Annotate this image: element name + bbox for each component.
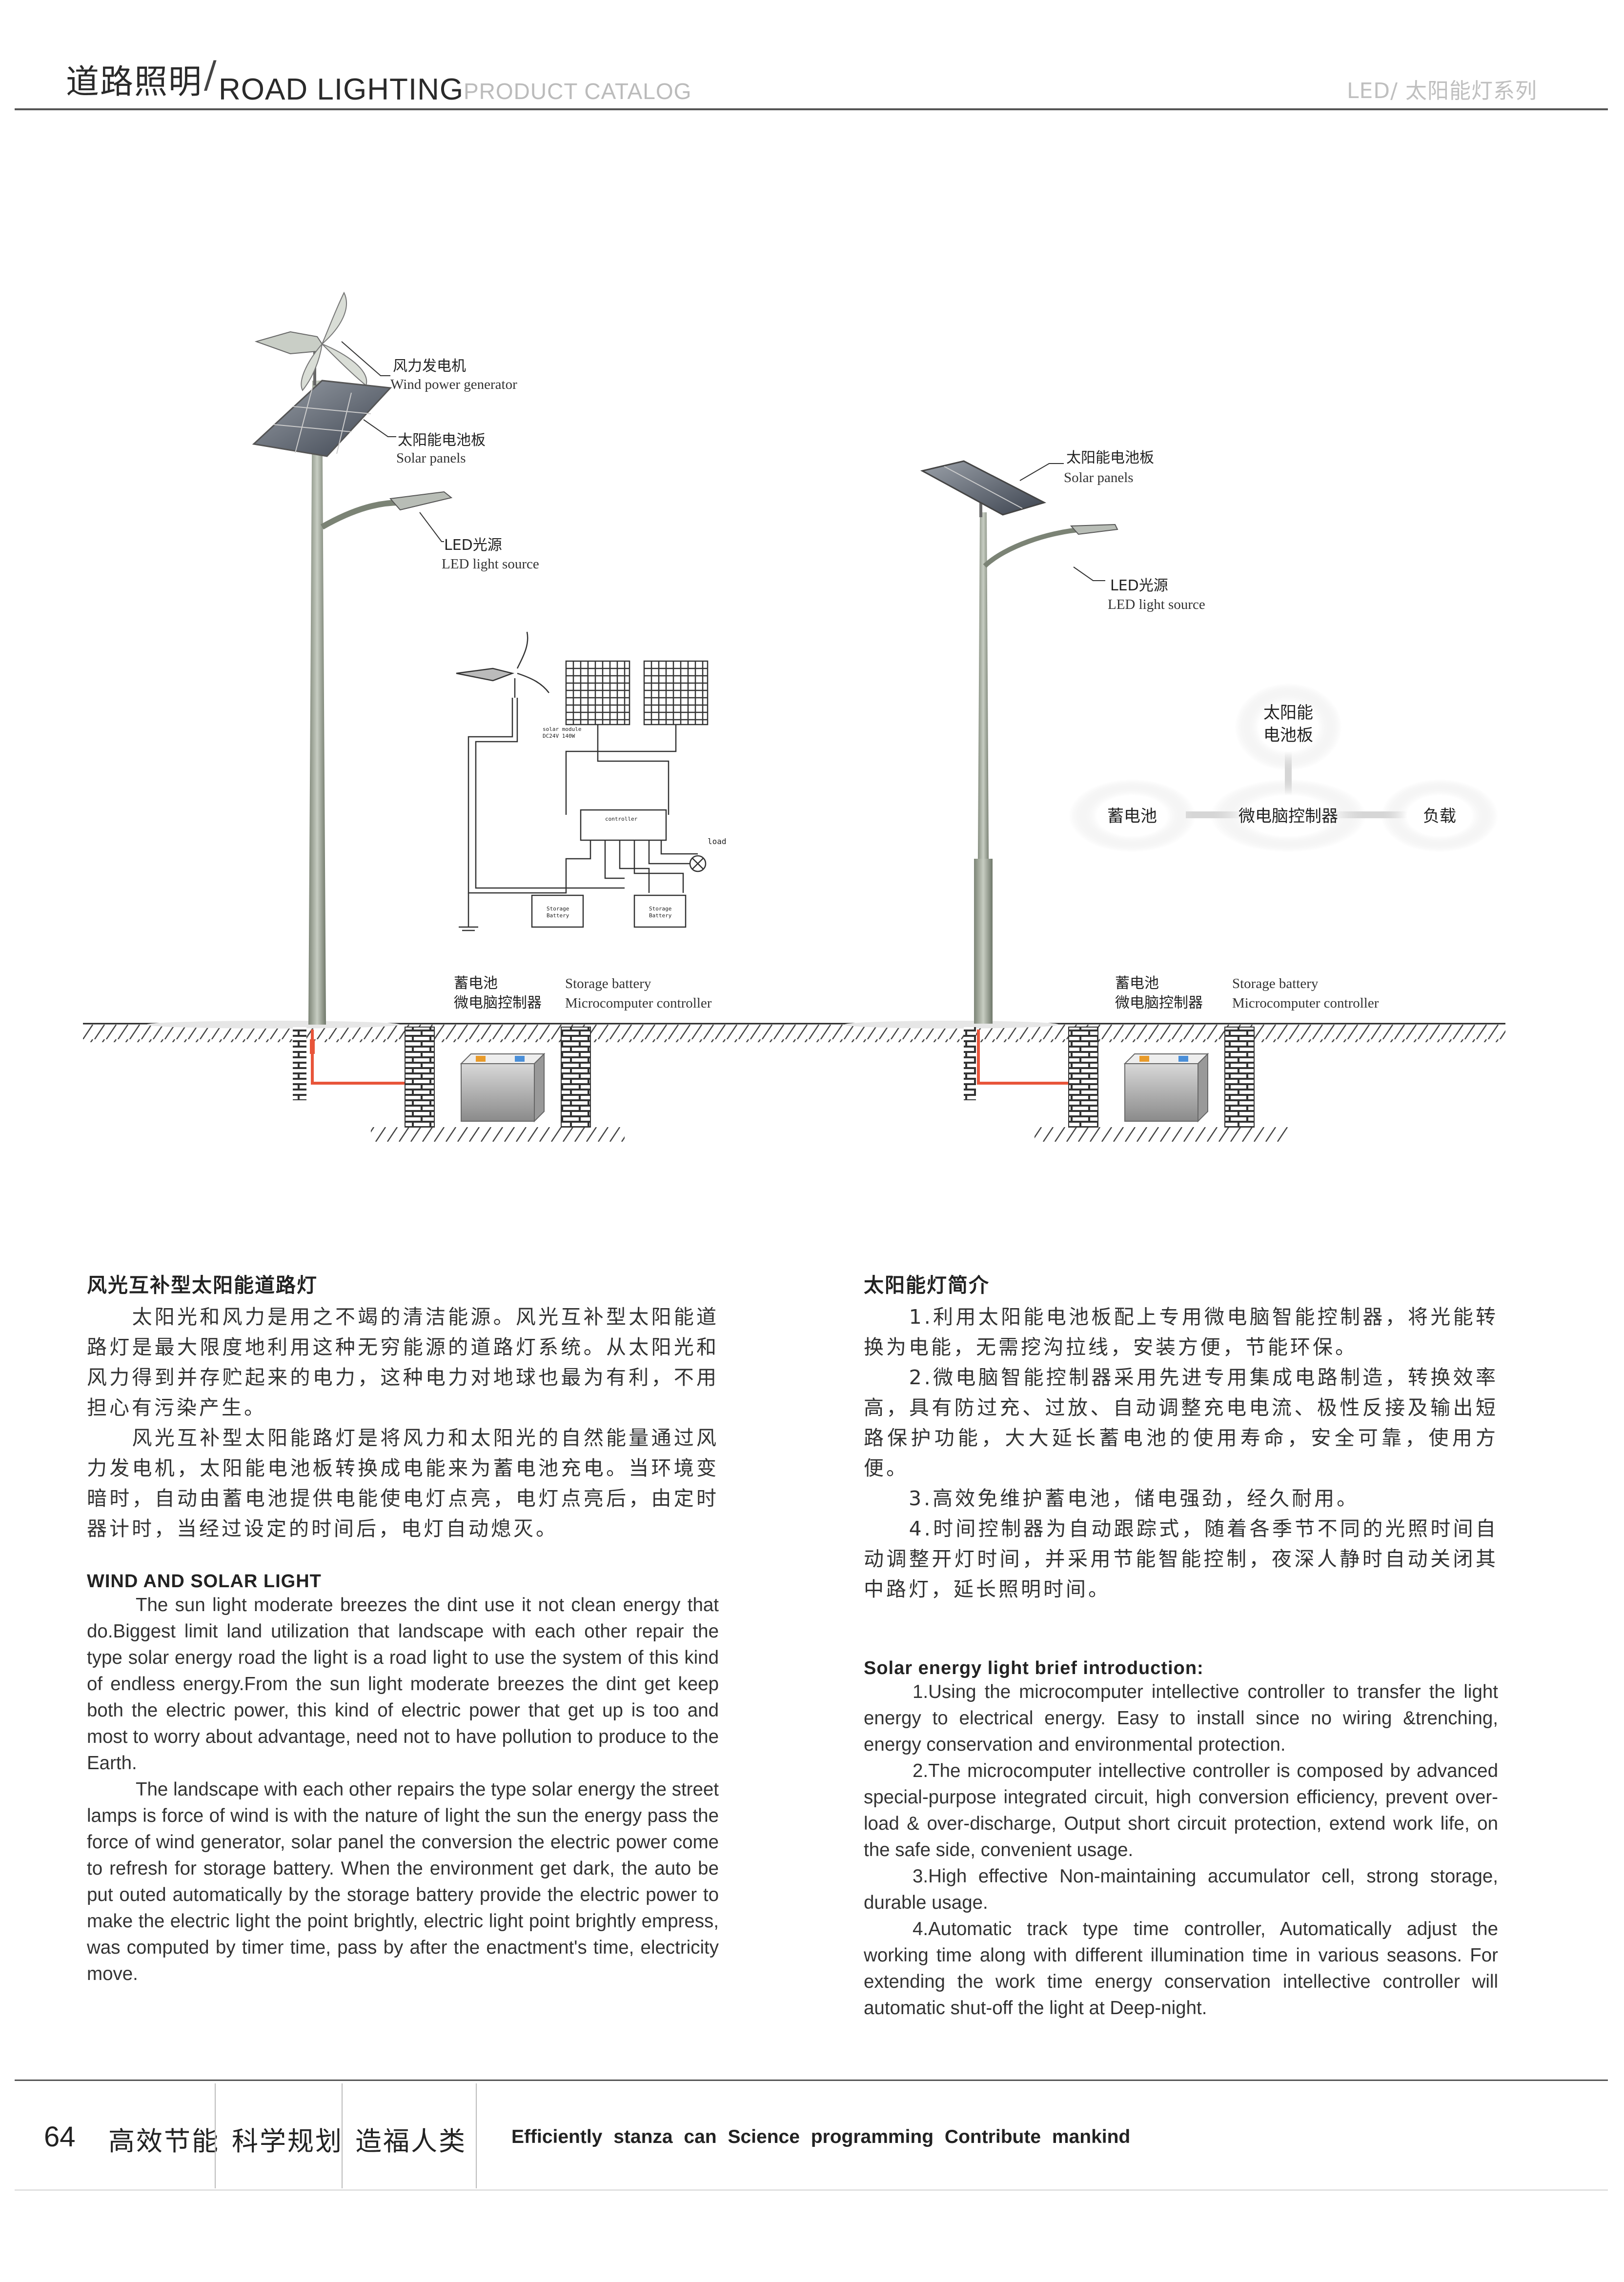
solar-street-light-diagram: solar module DC24V 140W controller load …	[83, 291, 1505, 1142]
flow-node-controller: 微电脑控制器	[1238, 807, 1338, 826]
footer-separator-3	[476, 2083, 477, 2188]
right-battery-box	[1123, 1052, 1209, 1123]
right-cn-paragraph-3: 3.高效免维护蓄电池，储电强劲，经久耐用。	[864, 1487, 1360, 1510]
header-title-cn: 道路照明	[66, 63, 203, 101]
left-street-light	[146, 291, 591, 1128]
label-right-solar-en: Solar panels	[1064, 470, 1134, 485]
energy-flow-diagram: 太阳能 电池板 蓄电池 微电脑控制器 负载	[1069, 683, 1498, 852]
schematic-module-label: solar module	[543, 726, 581, 732]
left-cn-title: 风光互补型太阳能道路灯	[87, 1273, 318, 1297]
label-right-controller-cn: 微电脑控制器	[1115, 994, 1203, 1011]
header-slash: /	[204, 53, 217, 96]
right-solar-panel	[920, 460, 1047, 516]
right-column: 太阳能灯简介 1.利用太阳能电池板配上专用微电脑智能控制器，将光能转换为电能，无…	[864, 1269, 1498, 2021]
schematic-battery2-label: Storage	[649, 906, 671, 912]
flow-node-load: 负载	[1423, 807, 1456, 826]
schematic-battery1-label: Storage	[547, 906, 569, 912]
label-right-led-en: LED light source	[1108, 597, 1205, 612]
flow-node-battery: 蓄电池	[1107, 807, 1157, 826]
left-solar-panels	[252, 380, 392, 457]
right-en-paragraph-1: 1.Using the microcomputer intellective c…	[864, 1681, 1498, 1755]
footer-slogan-2: 科学规划	[232, 2126, 343, 2157]
header-series: LED/ 太阳能灯系列	[1346, 79, 1537, 103]
schematic-controller-label: controller	[605, 816, 638, 822]
label-right-battery-cn: 蓄电池	[1115, 975, 1159, 992]
right-cn-paragraph-4: 4.时间控制器为自动跟踪式，随着各季节不同的光照时间自动调整开灯时间，并采用节能…	[864, 1517, 1498, 1601]
label-wind-cn: 风力发电机	[393, 358, 466, 375]
schematic-load-label: load	[708, 837, 727, 846]
right-en-paragraph-2: 2.The microcomputer intellective control…	[864, 1760, 1498, 1860]
header-catalog: PRODUCT CATALOG	[464, 79, 692, 104]
left-battery-box	[460, 1052, 546, 1123]
right-cn-title: 太阳能灯简介	[864, 1273, 990, 1297]
left-cn-paragraph-2: 风光互补型太阳能路灯是将风力和太阳光的自然能量通过风力发电机，太阳能电池板转换成…	[87, 1426, 719, 1540]
footer-slogan-3: 造福人类	[355, 2126, 467, 2157]
label-right-led-cn: LED光源	[1110, 577, 1168, 594]
left-column: 风光互补型太阳能道路灯 太阳光和风力是用之不竭的清洁能源。风光互补型太阳能道路灯…	[87, 1269, 719, 1987]
left-en-paragraph-2: The landscape with each other repairs th…	[87, 1779, 719, 1984]
right-en-paragraph-4: 4.Automatic track type time controller, …	[864, 1918, 1498, 2019]
header-title-en: ROAD LIGHTING	[219, 73, 464, 106]
page-number: 64	[44, 2121, 76, 2153]
left-wind-turbine	[254, 291, 367, 391]
label-right-battery-en: Storage battery	[1232, 976, 1319, 991]
header-divider	[15, 108, 1608, 110]
footer-slogan-en: Efficiently stanza can Science programmi…	[511, 2126, 1131, 2147]
left-en-title: WIND AND SOLAR LIGHT	[87, 1571, 322, 1592]
label-wind-en: Wind power generator	[390, 377, 517, 392]
label-left-led-en: LED light source	[442, 556, 539, 572]
schematic-battery1b-label: Battery	[547, 912, 569, 919]
flow-node-solar-line2: 电池板	[1263, 726, 1313, 745]
label-left-led-cn: LED光源	[444, 537, 502, 554]
label-left-controller-en: Microcomputer controller	[565, 995, 712, 1011]
pit-hatch-left	[371, 1127, 625, 1142]
footer-slogan-1: 高效节能	[108, 2126, 220, 2157]
label-right-solar-cn: 太阳能电池板	[1066, 449, 1154, 466]
label-left-solar-cn: 太阳能电池板	[398, 432, 486, 449]
right-cn-paragraph-1: 1.利用太阳能电池板配上专用微电脑智能控制器，将光能转换为电能，无需挖沟拉线，安…	[864, 1305, 1498, 1359]
schematic-battery2b-label: Battery	[649, 912, 672, 919]
footer-separator-2	[342, 2083, 343, 2188]
label-right-controller-en: Microcomputer controller	[1232, 995, 1379, 1011]
label-left-battery-en: Storage battery	[565, 976, 651, 991]
schematic-module-spec: DC24V 140W	[543, 733, 575, 739]
right-cn-paragraph-2: 2.微电脑智能控制器采用先进专用集成电路制造，转换效率高，具有防过充、过放、自动…	[864, 1366, 1498, 1480]
left-cn-paragraph-1: 太阳光和风力是用之不竭的清洁能源。风光互补型太阳能道路灯是最大限度地利用这种无穷…	[87, 1305, 719, 1419]
right-en-title: Solar energy light brief introduction:	[864, 1658, 1204, 1678]
flow-node-solar-line1: 太阳能	[1263, 703, 1313, 723]
label-left-battery-cn: 蓄电池	[454, 975, 498, 992]
footer-divider	[15, 2080, 1608, 2081]
right-en-paragraph-3: 3.High effective Non-maintaining accumul…	[864, 1866, 1498, 1913]
label-left-controller-cn: 微电脑控制器	[454, 994, 542, 1011]
right-street-light	[844, 460, 1255, 1128]
wiring-schematic	[456, 631, 709, 931]
pit-hatch-right	[1035, 1127, 1288, 1142]
left-en-paragraph-1: The sun light moderate breezes the dint …	[87, 1595, 719, 1774]
footer-separator-1	[215, 2083, 216, 2188]
label-left-solar-en: Solar panels	[396, 450, 466, 466]
